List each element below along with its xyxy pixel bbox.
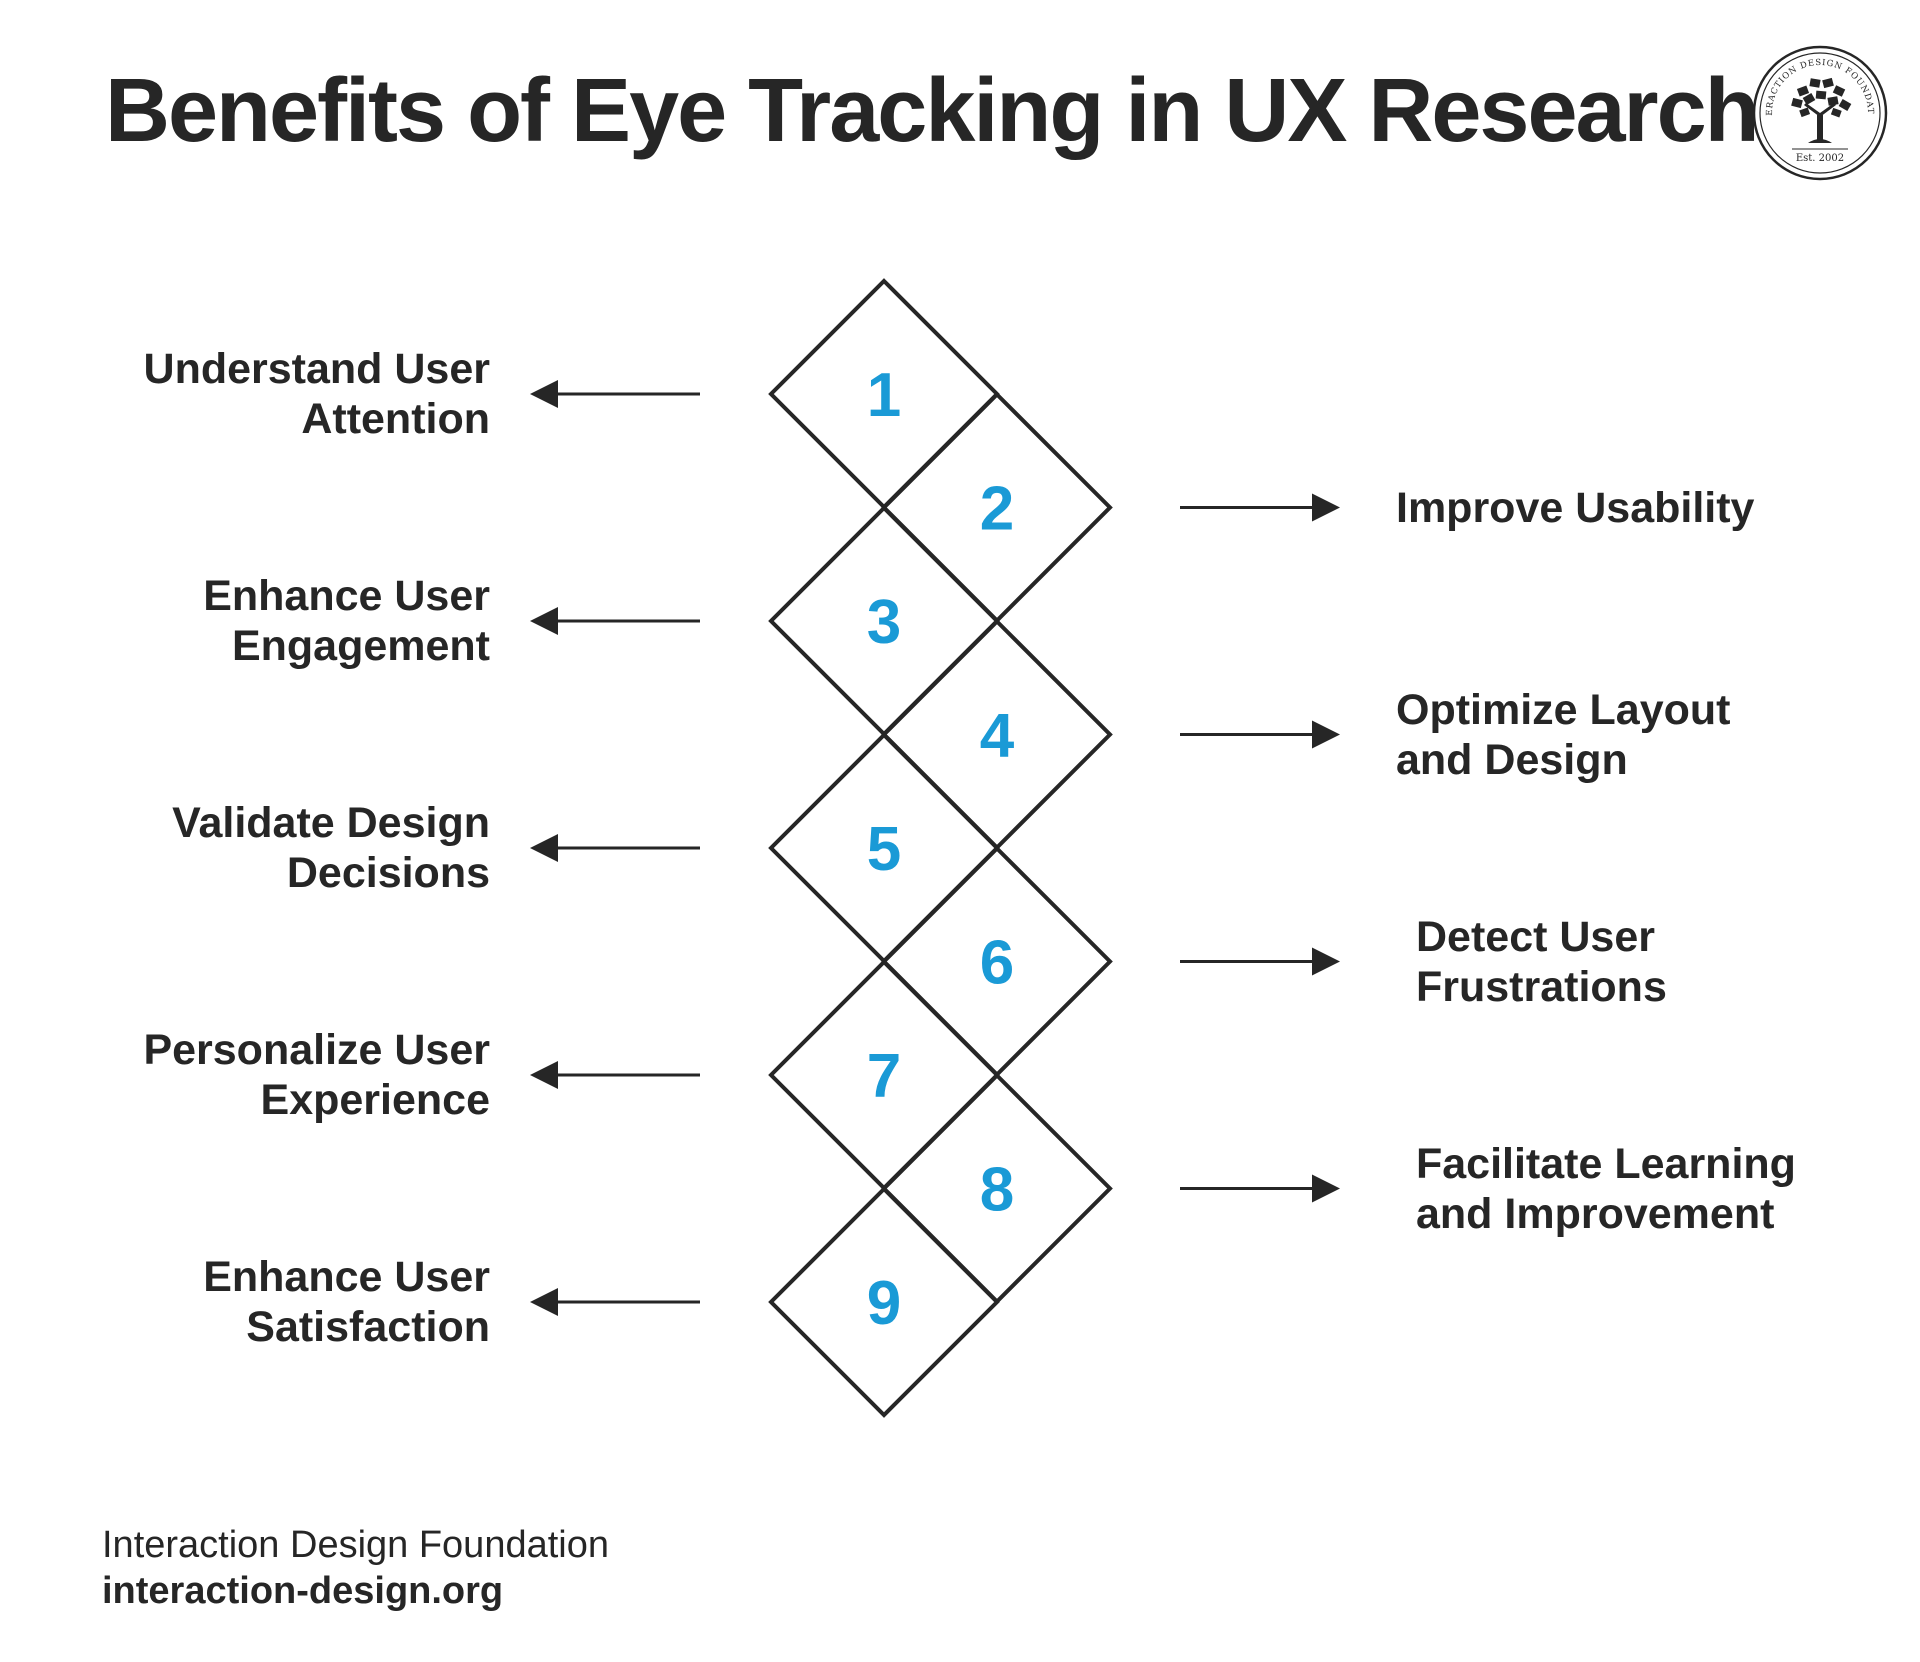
benefit-number-1: 1 <box>867 361 901 430</box>
logo-est-text: Est. 2002 <box>1796 153 1844 164</box>
arrow-left-icon-7 <box>530 1061 700 1089</box>
benefit-number-9: 9 <box>867 1269 901 1338</box>
arrow-right-icon-6 <box>1180 947 1340 976</box>
benefit-number-7: 7 <box>867 1042 901 1111</box>
benefit-number-4: 4 <box>980 702 1015 771</box>
benefit-number-5: 5 <box>867 815 901 884</box>
benefit-label-3: Enhance User Engagement <box>203 572 490 670</box>
arrow-right-icon-8 <box>1180 1174 1340 1203</box>
benefit-label-7: Personalize User Experience <box>143 1026 490 1124</box>
benefit-label-5: Validate Design Decisions <box>172 799 490 897</box>
arrow-left-icon-1 <box>530 380 700 408</box>
page-title: Benefits of Eye Tracking in UX Research <box>105 61 1760 161</box>
footer-organization: Interaction Design Foundation <box>102 1524 609 1566</box>
footer-url[interactable]: interaction-design.org <box>102 1570 504 1612</box>
diamond-9 <box>768 1186 1000 1418</box>
benefit-label-1: Understand User Attention <box>143 345 490 443</box>
tree-icon <box>1791 77 1852 143</box>
benefit-label-2: Improve Usability <box>1396 483 1755 532</box>
idf-logo: INTERACTION DESIGN FOUNDATION Est. 2002 <box>1752 45 1888 181</box>
benefit-number-8: 8 <box>980 1156 1014 1225</box>
benefit-label-6: Detect User Frustrations <box>1416 912 1667 1011</box>
arrow-right-icon-2 <box>1180 493 1340 522</box>
benefit-number-2: 2 <box>980 475 1014 544</box>
benefit-label-8: Facilitate Learning and Improvement <box>1416 1139 1796 1238</box>
arrow-left-icon-5 <box>530 834 700 862</box>
benefit-number-6: 6 <box>980 929 1014 998</box>
benefit-label-9: Enhance User Satisfaction <box>203 1253 490 1351</box>
benefit-number-3: 3 <box>867 588 901 657</box>
arrow-right-icon-4 <box>1180 720 1340 749</box>
arrow-left-icon-3 <box>530 607 700 635</box>
arrow-left-icon-9 <box>530 1288 700 1316</box>
benefit-label-4: Optimize Layout and Design <box>1396 685 1731 784</box>
